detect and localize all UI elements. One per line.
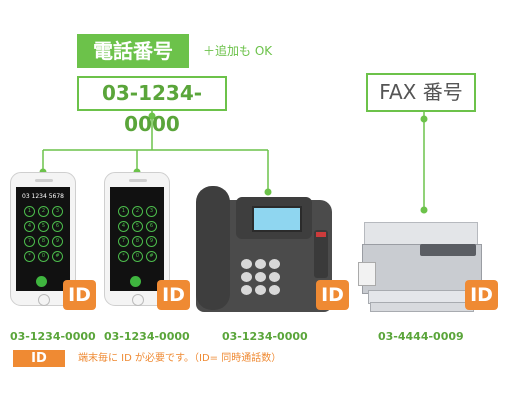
add-note: ＋追加も OK [203,44,273,58]
key-3: 3 [52,206,63,217]
fax-paper-drawer-lower [370,302,474,312]
desk-key [255,272,266,282]
call-icon [36,276,47,287]
speaker [129,179,147,182]
id-badge-desk-phone: ID [316,280,349,310]
desk-key [241,272,252,282]
desk-key [269,272,280,282]
desk-key [241,285,252,295]
key-2: 2 [38,206,49,217]
smartphone-1: 03 1234 5678 1 2 3 4 5 6 7 8 9 * 0 # [10,172,76,306]
phone-1-number: 03-1234-0000 [10,330,96,343]
fax-control-panel [420,244,476,256]
key-hash: # [52,251,63,262]
desk-phone-handset [196,186,230,310]
key-9: 9 [52,236,63,247]
desk-key [269,285,280,295]
key-6: 6 [52,221,63,232]
connector-dot [264,188,272,196]
desk-phone-number: 03-1234-0000 [222,330,308,343]
key-8: 8 [38,236,49,247]
phone-screen: 03 1234 5678 1 2 3 4 5 6 7 8 9 * 0 # [16,187,70,291]
desk-key [269,259,280,269]
key-4: 4 [118,221,129,232]
key-7: 7 [24,236,35,247]
speaker [35,179,53,182]
key-star: * [24,251,35,262]
key-5: 5 [38,221,49,232]
id-badge-phone-2: ID [157,280,190,310]
desk-phone-side-buttons [314,230,328,278]
key-star: * [118,251,129,262]
smartphone-2: 1 2 3 4 5 6 7 8 9 * 0 # [104,172,170,306]
home-button-icon [38,294,50,306]
key-7: 7 [118,236,129,247]
fax-number: 03-4444-0009 [378,330,464,343]
phone-screen: 1 2 3 4 5 6 7 8 9 * 0 # [110,187,164,291]
phone-2-number: 03-1234-0000 [104,330,190,343]
connector-dot [420,206,428,214]
key-0: 0 [38,251,49,262]
dialed-number: 03 1234 5678 [22,193,64,200]
key-5: 5 [132,221,143,232]
home-button-icon [132,294,144,306]
desk-key [255,285,266,295]
key-6: 6 [146,221,157,232]
key-0: 0 [132,251,143,262]
connector-dot [420,115,428,123]
key-2: 2 [132,206,143,217]
fax-paper-tray [358,262,376,286]
key-1: 1 [118,206,129,217]
id-badge-fax: ID [465,280,498,310]
fax-label-box: FAX 番号 [366,73,476,112]
key-hash: # [146,251,157,262]
key-8: 8 [132,236,143,247]
key-9: 9 [146,236,157,247]
dial-keypad: 1 2 3 4 5 6 7 8 9 * 0 # [118,206,158,262]
connector-dot [148,112,156,120]
id-badge-phone-1: ID [63,280,96,310]
key-3: 3 [146,206,157,217]
key-1: 1 [24,206,35,217]
key-4: 4 [24,221,35,232]
desk-key [255,259,266,269]
desk-key [241,259,252,269]
telephone-number-box: 03-1234-0000 [77,76,227,136]
call-icon [130,276,141,287]
desk-phone-indicator [316,232,326,237]
legend-id-badge: ID [13,350,65,367]
desk-phone-keypad [241,259,280,295]
fax-scanner-lid [364,222,478,246]
legend-text: 端末毎に ID が必要です。（ID= 同時通話数） [78,353,282,364]
telephone-label: 電話番号 [77,34,189,68]
dial-keypad: 1 2 3 4 5 6 7 8 9 * 0 # [24,206,64,262]
desk-phone-screen [252,206,302,232]
